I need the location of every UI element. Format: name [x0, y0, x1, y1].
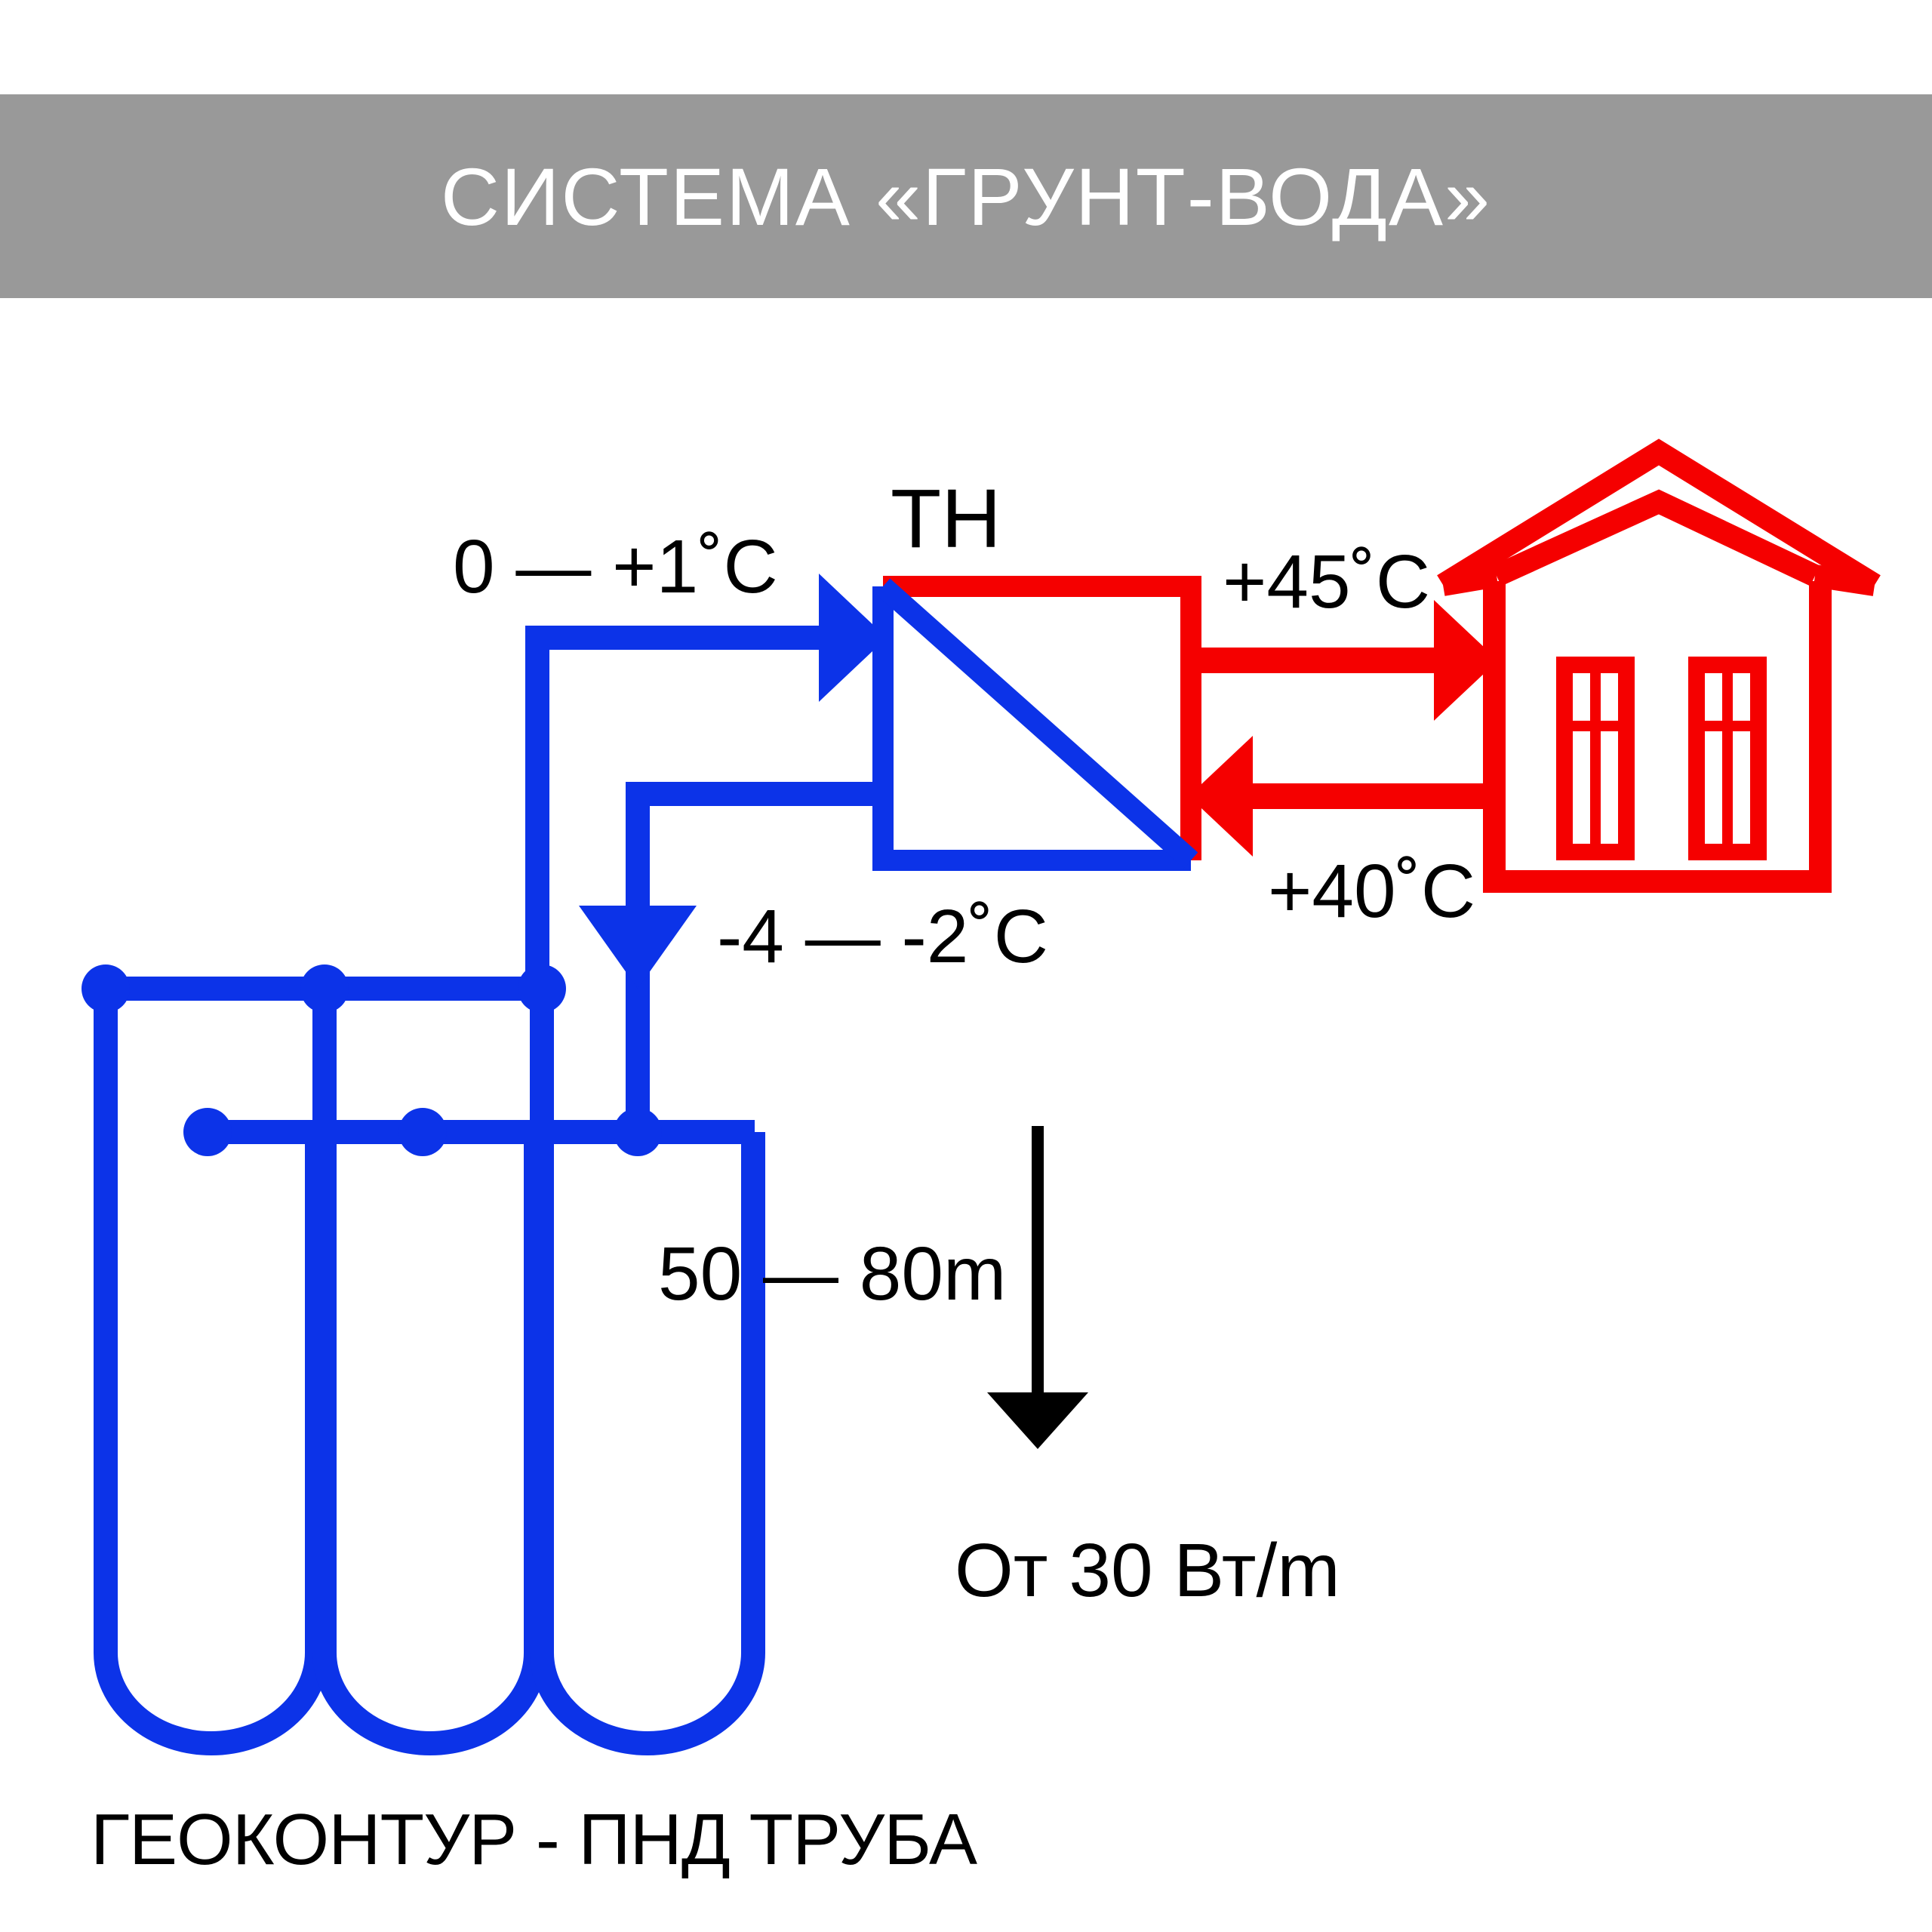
heat-pump-cold-edges	[872, 586, 1191, 871]
label-ground-supply-temp: 0 — +1˚C	[453, 525, 778, 609]
junction-dot-lower-1	[183, 1108, 232, 1156]
house-roof	[1437, 438, 1881, 595]
house-icon	[1437, 438, 1881, 893]
label-ground-loop-caption: ГЕОКОНТУР - ПНД ТРУБА	[91, 1799, 977, 1880]
heat-pump-hot-edges	[883, 576, 1201, 860]
junction-dot-upper-1	[82, 964, 130, 1013]
label-specific-heat-output: От 30 Вт/m	[955, 1528, 1340, 1613]
label-ground-return-temp: -4 — -2˚C	[717, 894, 1048, 979]
ground-loop	[82, 964, 765, 1755]
cold-supply-arrowhead	[819, 574, 887, 702]
heat-pump-diagonal	[875, 578, 1198, 869]
cold-return-pipe	[626, 782, 891, 1132]
borehole-u-tube-3	[530, 989, 765, 1755]
heat-pump-unit[interactable]: ТН	[872, 472, 1201, 871]
cold-return-line	[579, 782, 891, 1132]
house-window-left	[1556, 657, 1635, 860]
cold-supply-line	[525, 574, 887, 989]
page-title: СИСТЕМА «ГРУНТ-ВОДА»	[440, 150, 1492, 242]
house-roof-left-eave	[1441, 565, 1499, 596]
header-band: СИСТЕМА «ГРУНТ-ВОДА»	[0, 94, 1932, 298]
label-borehole-depth: 50 — 80m	[658, 1232, 1006, 1316]
heat-pump-label: ТН	[891, 472, 1001, 565]
depth-arrow	[987, 1126, 1088, 1449]
house-roof-inner	[1491, 489, 1820, 586]
junction-dot-upper-2	[300, 964, 349, 1013]
borehole-u-tube-2	[312, 989, 548, 1755]
house-roof-right-eave	[1813, 565, 1877, 596]
label-house-return-temp: +40˚C	[1268, 849, 1475, 934]
house-window-right	[1688, 657, 1767, 860]
junction-dot-lower-2	[398, 1108, 447, 1156]
depth-arrow-head	[987, 1392, 1088, 1449]
cold-return-arrowhead	[579, 906, 697, 989]
hot-supply-arrowhead	[1434, 600, 1498, 721]
borehole-u-tube-1	[94, 989, 329, 1755]
hot-return-arrowhead	[1189, 736, 1253, 857]
cold-supply-pipe	[525, 626, 823, 989]
house-walls	[1483, 581, 1832, 893]
label-house-supply-temp: +45˚C	[1223, 540, 1430, 624]
hot-return-line	[1189, 736, 1493, 857]
hot-supply-line	[1191, 600, 1498, 721]
